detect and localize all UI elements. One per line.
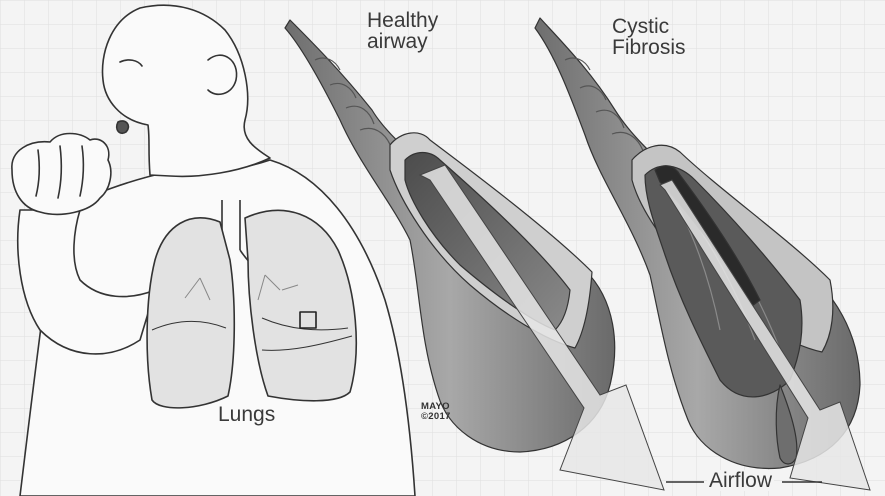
cystic-fibrosis-label-line2: Fibrosis [612,37,686,58]
airflow-label: Airflow [707,470,774,491]
healthy-airway-label-line1: Healthy [367,10,438,31]
cystic-fibrosis-label: Cystic Fibrosis [612,16,686,59]
copyright-credit: MAYO ©2017 [421,402,451,422]
healthy-airway-label-line2: airway [367,31,438,52]
cystic-fibrosis-label-line1: Cystic [612,16,686,37]
credit-line2: ©2017 [421,412,451,422]
lungs-label: Lungs [218,404,275,425]
healthy-airway-label: Healthy airway [367,10,438,53]
